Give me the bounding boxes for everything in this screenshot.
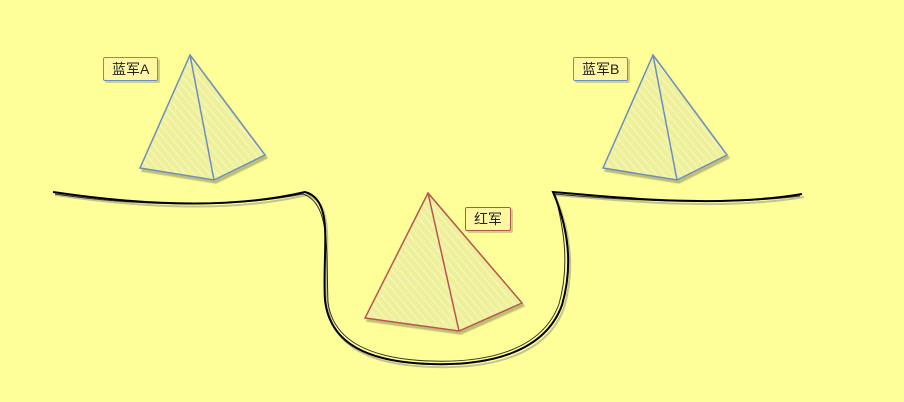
terrain-trench [52,190,805,369]
blue-a-pyramid [138,53,267,181]
red-label: 红军 [465,207,511,231]
blue-a-label: 蓝军A [103,57,159,81]
blue-b-pyramid [601,53,729,181]
red-pyramid [363,191,524,332]
blue-b-label: 蓝军B [573,57,629,81]
